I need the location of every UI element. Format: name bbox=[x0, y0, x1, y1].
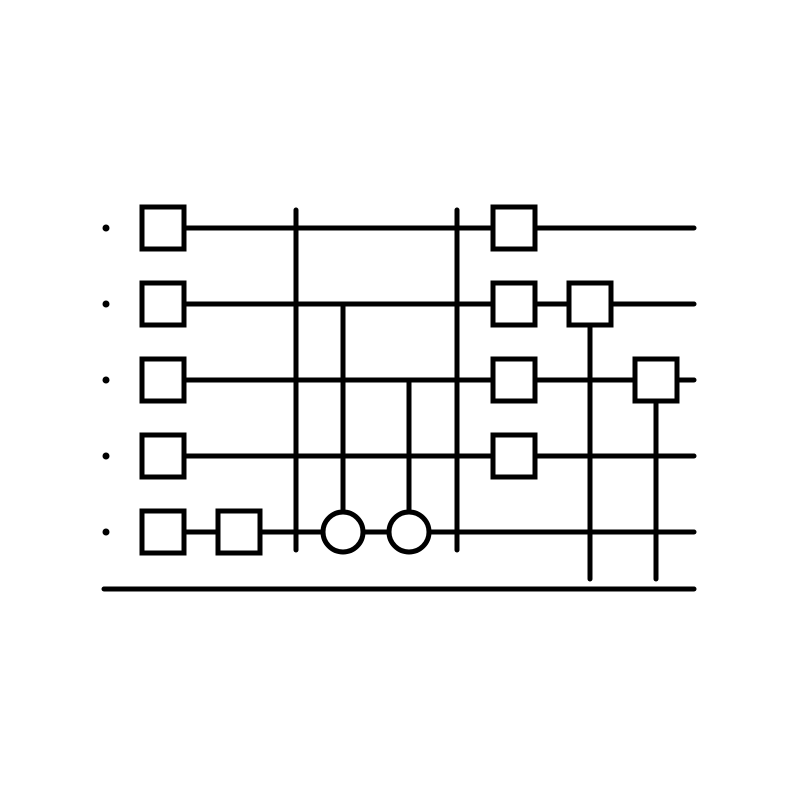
gate-square bbox=[139, 508, 187, 556]
gate-square bbox=[139, 280, 187, 328]
qubit-dot-q0 bbox=[102, 224, 110, 232]
target-circle bbox=[320, 509, 366, 555]
qubit-dot-q4 bbox=[102, 528, 110, 536]
gate-square bbox=[490, 204, 538, 252]
gate-square bbox=[215, 508, 263, 556]
qubit-dot-q1 bbox=[102, 300, 110, 308]
gate-square bbox=[490, 432, 538, 480]
gate-square bbox=[490, 280, 538, 328]
gate-square bbox=[139, 356, 187, 404]
qubit-dot-q3 bbox=[102, 452, 110, 460]
gate-square bbox=[139, 432, 187, 480]
measurement-gate bbox=[632, 356, 680, 404]
gate-square bbox=[139, 204, 187, 252]
target-circle bbox=[386, 509, 432, 555]
qubit-dot-q2 bbox=[102, 376, 110, 384]
gate-square bbox=[490, 356, 538, 404]
measurement-gate bbox=[566, 280, 614, 328]
